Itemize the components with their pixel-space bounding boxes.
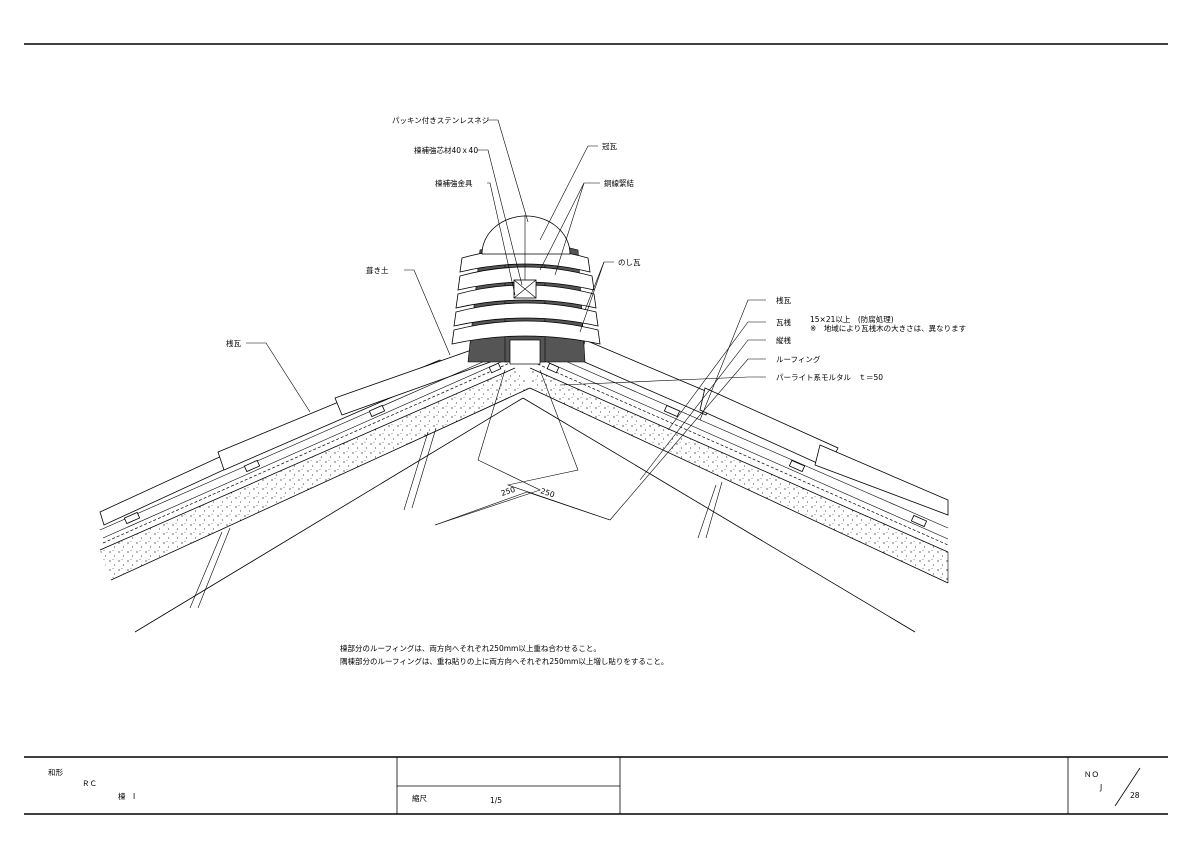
dimension-guides bbox=[434, 369, 611, 526]
note-2: 隅棟部分のルーフィングは、重ね貼りの上に両方向へそれぞれ250mm以上増し貼りを… bbox=[340, 656, 668, 666]
scale-value: 1/5 bbox=[490, 796, 502, 805]
title-structure: ＲＣ bbox=[82, 779, 97, 788]
mortar-layer-right bbox=[530, 368, 948, 583]
label-counter-batten: 縦桟 bbox=[776, 335, 791, 345]
mortar-layer-left bbox=[100, 368, 530, 580]
roof-tiles-right bbox=[539, 339, 949, 529]
no-label: ＮＯ bbox=[1084, 770, 1099, 779]
sheet-number: 28 bbox=[1130, 791, 1140, 800]
leader-lines bbox=[246, 119, 766, 521]
title-style: 和形 bbox=[48, 768, 63, 777]
label-left-tile: 桟瓦 bbox=[226, 338, 241, 348]
label-ridge-bracket: 棟補強金具 bbox=[435, 178, 473, 188]
label-right-tile: 桟瓦 bbox=[776, 295, 791, 305]
label-ridge-core: 棟補強芯材40ｘ40 bbox=[414, 145, 478, 155]
label-crown-tile: 冠瓦 bbox=[602, 142, 617, 151]
label-noshi-tile: のし瓦 bbox=[618, 258, 641, 267]
label-perlite: パーライト系モルタル ｔ＝50 bbox=[776, 372, 883, 382]
roofing-line-left bbox=[102, 361, 513, 544]
label-batten-spec: 15×21以上 (防腐処理) bbox=[810, 314, 894, 324]
label-batten: 瓦桟 bbox=[776, 317, 791, 327]
scale-label: 縮尺 bbox=[412, 793, 427, 803]
roofing-line-right bbox=[532, 361, 949, 546]
label-roofing: ルーフィング bbox=[776, 354, 821, 364]
dim-label-right: 250 bbox=[539, 486, 556, 499]
roof-tiles-left bbox=[99, 339, 511, 531]
note-1: 棟部分のルーフィングは、両方向へそれぞれ250mm以上重ね合わせること。 bbox=[340, 643, 601, 653]
crown-tile bbox=[481, 215, 571, 255]
label-fill-clay: 葺き土 bbox=[366, 265, 389, 275]
title-part: 棟 Ⅰ bbox=[118, 791, 135, 801]
dim-label-left: 250 bbox=[500, 485, 517, 498]
sheet-j: J bbox=[1099, 783, 1102, 792]
label-copper-wire: 銅線緊結 bbox=[604, 178, 634, 188]
title-block bbox=[24, 756, 1168, 815]
label-batten-note: ※ 地域により瓦桟木の大きさは、異なります bbox=[810, 323, 966, 333]
label-packing-screw: パッキン付きステンレスネジ bbox=[392, 115, 490, 125]
